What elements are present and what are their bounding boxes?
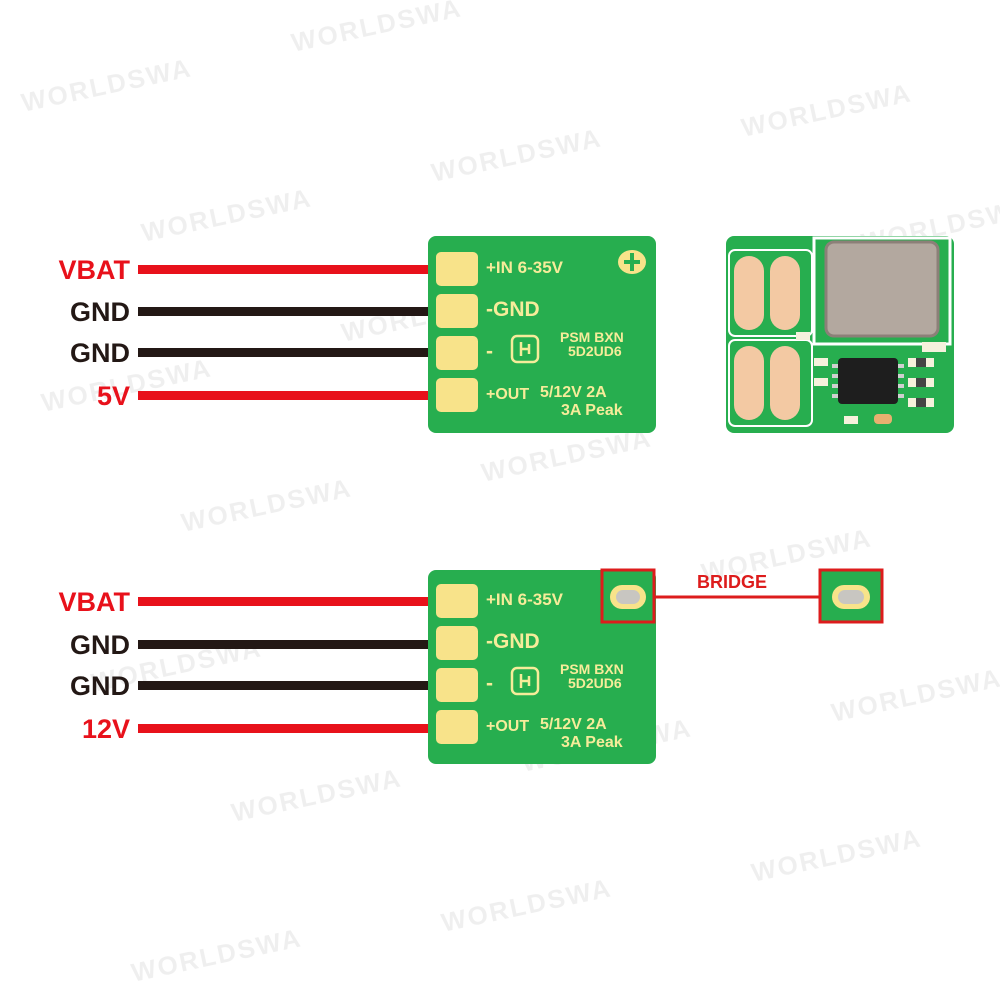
pad-in xyxy=(436,584,478,618)
watermark: WORLDSWA xyxy=(428,122,605,188)
pcb-back xyxy=(726,236,954,433)
wire-label-gnd: GND xyxy=(70,338,130,368)
wire-label-vbat: VBAT xyxy=(58,587,131,617)
silk-out: +OUT xyxy=(486,718,530,735)
silk-gnd: -GND xyxy=(486,630,540,653)
watermark: WORLDSWA xyxy=(828,662,1000,728)
silk-peak: 3A Peak xyxy=(561,402,623,419)
wire-gnd xyxy=(138,681,438,690)
silk-spec: 5/12V 2A xyxy=(540,384,607,401)
brand-logo-icon xyxy=(510,666,540,696)
pad-out xyxy=(436,378,478,412)
pad-minus xyxy=(436,336,478,370)
wire-gnd xyxy=(138,307,438,316)
pad-out xyxy=(436,710,478,744)
wire-label-gnd: GND xyxy=(70,630,130,660)
pad-gnd xyxy=(436,626,478,660)
watermark: WORLDSWA xyxy=(228,762,405,828)
silk-out: +OUT xyxy=(486,386,530,403)
pcb-front-top: +IN 6-35V -GND - +OUT 5/12V 2A 3A Peak P… xyxy=(428,236,656,433)
watermark: WORLDSWA xyxy=(138,182,315,248)
silk-model-line2: 5D2UD6 xyxy=(568,343,622,359)
wire-vbat xyxy=(138,265,438,274)
pad-gnd xyxy=(436,294,478,328)
watermark: WORLDSWA xyxy=(18,52,195,118)
silk-gnd: -GND xyxy=(486,298,540,321)
pcb-back-components xyxy=(728,236,952,427)
wire-label-vbat: VBAT xyxy=(58,255,131,285)
pad-in xyxy=(436,252,478,286)
silk-spec: 5/12V 2A xyxy=(540,716,607,733)
silk-minus: - xyxy=(486,672,493,695)
watermark: WORLDSWA xyxy=(128,922,305,988)
silk-model-line2: 5D2UD6 xyxy=(568,675,622,691)
wire-gnd xyxy=(138,640,438,649)
watermark: WORLDSWA xyxy=(288,0,465,58)
watermark: WORLDSWA xyxy=(178,472,355,538)
wire-gnd xyxy=(138,348,438,357)
wire-label-5v: 5V xyxy=(96,381,130,411)
pad-minus xyxy=(436,668,478,702)
silk-peak: 3A Peak xyxy=(561,734,623,751)
watermark: WORLDSWA xyxy=(438,872,615,938)
wire-12v xyxy=(138,724,438,733)
wire-vbat xyxy=(138,597,438,606)
bridge-callout xyxy=(600,568,884,624)
silk-in: +IN 6-35V xyxy=(486,258,564,277)
wire-label-gnd: GND xyxy=(70,671,130,701)
watermark: WORLDSWA xyxy=(738,77,915,143)
wire-5v xyxy=(138,391,438,400)
silk-model-line1: PSM BXN xyxy=(560,329,624,345)
silk-in: +IN 6-35V xyxy=(486,590,564,609)
wire-label-12v: 12V xyxy=(81,714,130,744)
brand-logo-icon xyxy=(510,334,540,364)
silk-model-line1: PSM BXN xyxy=(560,661,624,677)
bridge-pad-icon xyxy=(618,250,646,274)
bridge-label: BRIDGE xyxy=(697,572,768,592)
watermark: WORLDSWA xyxy=(748,822,925,888)
silk-minus: - xyxy=(486,340,493,363)
wire-label-gnd: GND xyxy=(70,297,130,327)
